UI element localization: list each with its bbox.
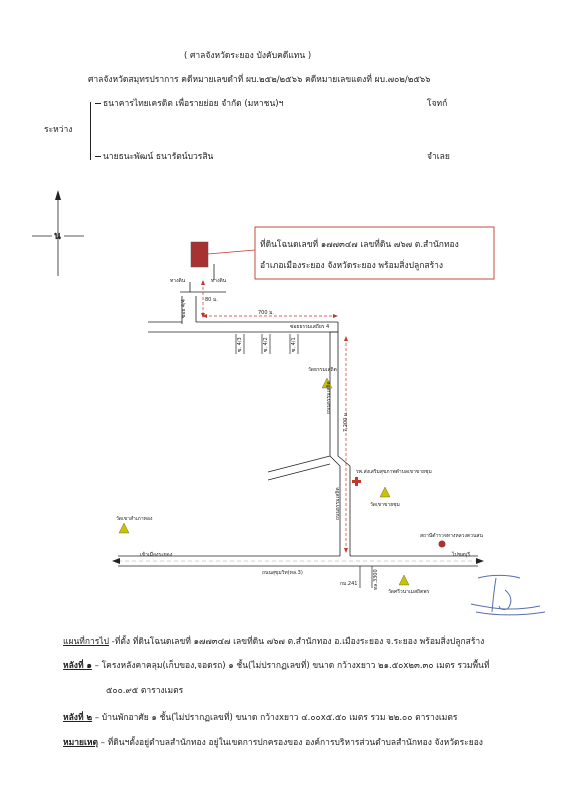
defendant-name: นายธนะพัฒน์ ธนารัตน์บวรสิน — [95, 149, 213, 163]
police-station-icon — [438, 540, 446, 548]
soi-4: ซอยธรรมเสถียร 4 — [290, 324, 330, 330]
temple-label: วัดเขาสำเภาทอง — [116, 516, 153, 522]
remark-note: หมายเหตุ – ที่ดินฯตั้งอยู่ตำบลสำนักทอง อ… — [63, 738, 483, 748]
soi-4-3: ซ. 4/3 — [237, 337, 243, 352]
km-label: ทล.3300 — [373, 569, 379, 590]
defendant-role: จำเลย — [427, 152, 450, 162]
hospital-icon — [352, 477, 361, 486]
court-line: ( ศาลจังหวัดระยอง บังคับคดีแทน ) — [184, 51, 312, 61]
path-label: ทางดิน — [170, 278, 186, 284]
temple-icon — [398, 574, 410, 586]
property-marker — [190, 241, 209, 268]
between-label: ระหว่าง — [44, 125, 73, 135]
police-label: สถานีตำรวจทางหลวงตวนสน — [420, 533, 483, 539]
property-box-line2: อำเภอเมืองระยอง จังหวัดระยอง พร้อมสิ่งปล… — [260, 261, 444, 271]
direction-label: ไปชลบุรี — [452, 552, 471, 558]
soi-4-1: ซ. 4/1 — [291, 337, 297, 352]
distance-7200: 7,200 ม. — [343, 411, 349, 432]
temple-label: วัดเขาขายชุม — [370, 502, 400, 508]
house2-note: หลังที่ ๒ – บ้านพักอาศัย ๑ ชั้น(ไม่ปรากฏ… — [63, 713, 458, 723]
property-box-frame — [254, 226, 495, 280]
north-arrow-icon — [32, 190, 84, 276]
temple-label: วัดศรีวนาเมสถิตพร — [388, 589, 430, 595]
house1-area: ๕๐๐.๙๕ ตารางเมตร — [106, 686, 184, 696]
path-label: ทางดิน — [211, 278, 227, 284]
soi-4-4: ซอย 4/4 — [181, 299, 187, 318]
temple-label: วัดธรรมเสถิต — [308, 367, 337, 373]
temple-icon — [379, 486, 391, 498]
leader-line — [207, 249, 256, 255]
signature-mark — [470, 574, 546, 616]
road-label: ถนนสุขุมวิท(ทล.3) — [262, 570, 303, 576]
between-bracket — [90, 102, 95, 160]
plaintiff-role: โจทก์ — [427, 99, 448, 109]
route-note: แผนที่การไป -ที่ตั้ง ที่ดินโฉนดเลขที่ ๑๗… — [63, 637, 485, 647]
km-label: กม.241 — [340, 581, 358, 587]
distance-700: 700 ม. — [258, 310, 275, 316]
property-box-line1: ที่ดินโฉนดเลขที่ ๑๗๗๓๔๗ เลขที่ดิน ๗๖๗ ต.… — [260, 240, 459, 250]
direction-label: เข้าเมืองระยอง — [140, 552, 173, 558]
case-line: ศาลจังหวัดสมุทรปราการ คดีหมายเลขดำที่ ผบ… — [88, 75, 431, 85]
distance-80: 80 ม. — [205, 297, 218, 303]
road-label: ถนนธรรมเสถิต — [335, 487, 341, 520]
north-label: น — [54, 231, 61, 242]
temple-icon — [118, 522, 130, 534]
road-label: ถนนธรรมเสถิต — [326, 381, 332, 414]
soi-4-2: ซ. 4/2 — [263, 337, 269, 352]
temple-icon — [321, 377, 333, 389]
house1-note: หลังที่ ๑ – โครงหลังคาคลุม(เก็บของ,จอดรถ… — [63, 661, 490, 671]
hospital-label: รพ.ส่งเสริมสุขภาพตำบลเขาขายชุม — [356, 469, 432, 475]
plaintiff-name: ธนาคารไทยเครดิต เพื่อรายย่อย จำกัด (มหาช… — [95, 96, 283, 110]
